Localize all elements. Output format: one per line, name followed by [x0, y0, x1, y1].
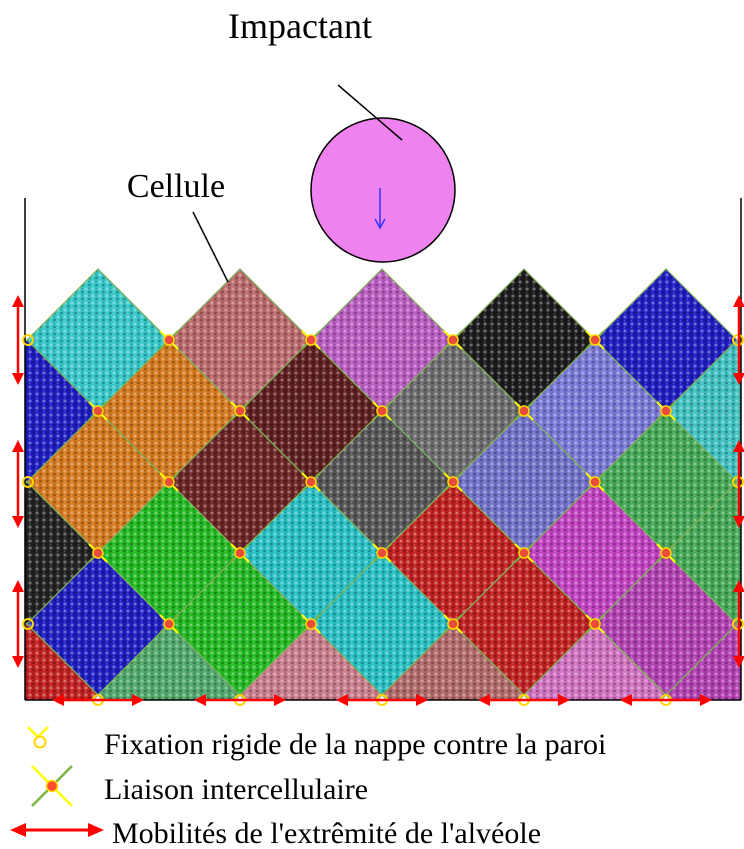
intercellular-link [372, 401, 392, 421]
intercellular-link [301, 472, 321, 492]
intercellular-link [301, 330, 321, 350]
intercellular-link-icon [31, 765, 73, 807]
intercellular-link [88, 543, 108, 563]
cell-texture [665, 623, 741, 700]
mobility-arrows [12, 295, 744, 706]
mobility-arrow [336, 694, 428, 706]
intercellular-link [514, 543, 534, 563]
legend: Fixation rigide de la nappe contre la pa… [10, 726, 606, 849]
intercellular-link [159, 330, 179, 350]
mobility-arrow [620, 694, 712, 706]
intercellular-link [656, 401, 676, 421]
impact-direction-arrowhead [374, 218, 386, 230]
legend-item-label: Fixation rigide de la nappe contre la pa… [104, 728, 606, 761]
impactant-label: Impactant [228, 6, 372, 46]
cell-texture [25, 623, 99, 700]
legend-item-label: Liaison intercellulaire [104, 773, 368, 806]
mobility-arrow [52, 694, 144, 706]
mobility-arrow [733, 295, 744, 385]
cellule-leader-line [192, 211, 229, 283]
rigid-fixation [22, 334, 34, 346]
impactant-leader-line [337, 84, 403, 141]
intercellular-link [159, 614, 179, 634]
cellule-label: Cellule [127, 168, 225, 205]
intercellular-link [585, 614, 605, 634]
intercellular-link [443, 330, 463, 350]
intercellular-link [656, 543, 676, 563]
intercellular-link [159, 472, 179, 492]
intercellular-links [88, 330, 676, 634]
mobility-arrow [12, 580, 24, 668]
rigid-fixation-icon [27, 726, 49, 749]
legend-item-label: Mobilités de l'extrêmité de l'alvéole [112, 817, 541, 849]
intercellular-link [443, 614, 463, 634]
cell-texture [239, 623, 383, 700]
intercellular-link [443, 472, 463, 492]
rigid-fixation [22, 618, 34, 630]
mobility-arrow [194, 694, 286, 706]
mobility-arrow [12, 440, 24, 528]
rigid-fixation [22, 476, 34, 488]
intercellular-link [230, 401, 250, 421]
intercellular-link [514, 401, 534, 421]
intercellular-link [301, 614, 321, 634]
mobility-arrow-icon [10, 823, 104, 837]
intercellular-link [88, 401, 108, 421]
intercellular-link [585, 472, 605, 492]
mobility-arrow [12, 295, 24, 385]
mobility-arrow [478, 694, 570, 706]
intercellular-link [585, 330, 605, 350]
impactor [310, 117, 456, 263]
impactor-sphere [310, 117, 456, 263]
mobility-arrow [733, 580, 744, 668]
intercellular-link [372, 543, 392, 563]
honeycomb-cells [25, 268, 741, 700]
mobility-arrow [733, 440, 744, 528]
cell-texture [381, 623, 525, 700]
intercellular-link [230, 543, 250, 563]
cell-texture [97, 623, 241, 700]
cell-texture [523, 623, 667, 700]
